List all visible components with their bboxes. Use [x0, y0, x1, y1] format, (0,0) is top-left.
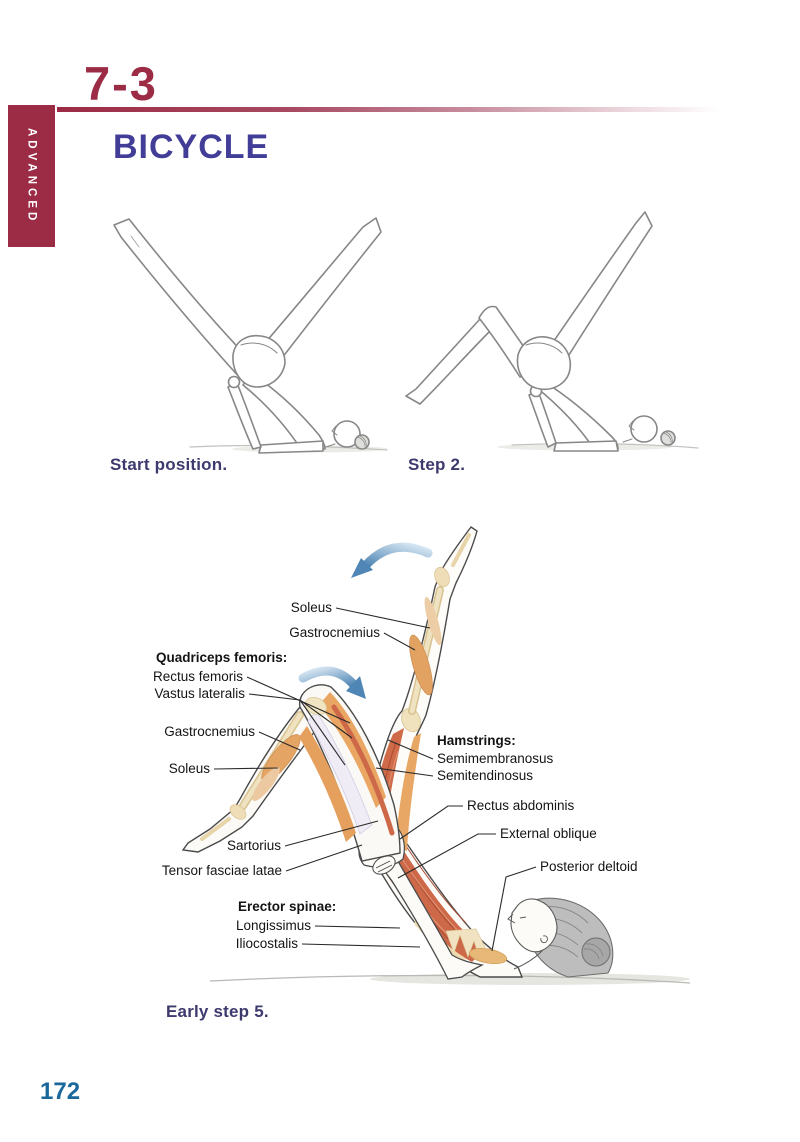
- section-rule: [57, 107, 733, 112]
- label-hamstrings-header: Hamstrings:: [437, 733, 516, 748]
- label-external-oblique: External oblique: [500, 826, 597, 841]
- difficulty-side-tab: ADVANCED: [8, 105, 55, 247]
- label-soleus-bent-leg: Soleus: [168, 761, 210, 776]
- arm-drawing: [379, 855, 484, 980]
- label-sartorius: Sartorius: [226, 838, 281, 853]
- label-iliocostalis: Iliocostalis: [235, 936, 298, 951]
- main-anatomy-figure: Soleus Gastrocnemius Quadriceps femoris:…: [150, 515, 710, 995]
- figure-step-2: [405, 211, 699, 452]
- label-erector-spinae-header: Erector spinae:: [238, 899, 337, 914]
- head-drawing: [507, 897, 614, 978]
- curved-arrow-icon: [351, 542, 433, 578]
- label-posterior-deltoid: Posterior deltoid: [540, 859, 638, 874]
- figure-caption-start: Start position.: [110, 455, 228, 474]
- label-longissimus: Longissimus: [235, 918, 311, 933]
- figure-caption-early-step5: Early step 5.: [166, 1002, 269, 1021]
- label-rectus-femoris: Rectus femoris: [152, 669, 243, 684]
- page-title: BICYCLE: [113, 128, 270, 166]
- side-tab-label: ADVANCED: [25, 127, 38, 225]
- label-semimembranosus: Semimembranosus: [437, 751, 554, 766]
- page-number: 172: [40, 1078, 81, 1105]
- figure-start-position: [113, 217, 388, 454]
- curved-arrow-icon: [298, 666, 366, 699]
- section-number: 7-3: [84, 57, 158, 110]
- label-semitendinosus: Semitendinosus: [437, 768, 534, 783]
- figure-caption-step2: Step 2.: [408, 455, 466, 474]
- label-gastrocnemius-bent-leg: Gastrocnemius: [164, 724, 255, 739]
- label-leader-lines: [213, 607, 537, 952]
- anatomy-illustration: [181, 526, 691, 985]
- bent-leg-drawing: [181, 684, 401, 862]
- label-vastus-lateralis: Vastus lateralis: [154, 686, 245, 701]
- label-rectus-abdominis: Rectus abdominis: [467, 798, 575, 813]
- label-tensor-fasciae-latae: Tensor fasciae latae: [161, 863, 282, 878]
- label-soleus-upper-leg: Soleus: [290, 600, 332, 615]
- label-quadriceps-femoris-header: Quadriceps femoris:: [156, 650, 288, 665]
- label-gastrocnemius-upper-leg: Gastrocnemius: [289, 625, 380, 640]
